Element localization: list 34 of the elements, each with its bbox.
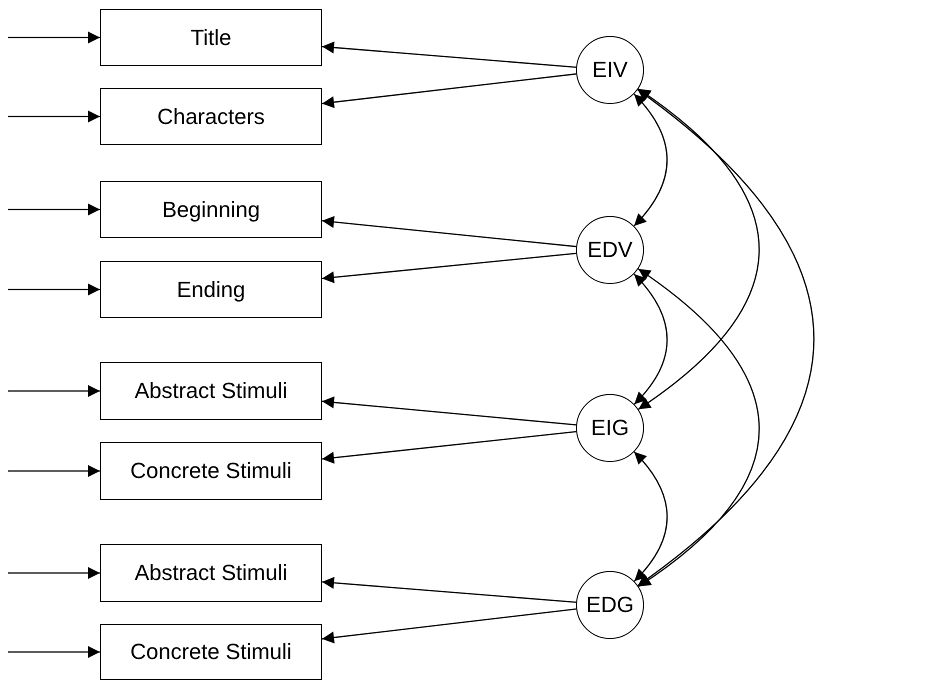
error-arrow	[8, 32, 100, 44]
loading-arrow	[322, 431, 576, 464]
observed-variable-box: Title	[100, 9, 322, 66]
covariance-arrow	[638, 268, 760, 588]
error-arrow	[8, 465, 100, 477]
latent-variable-circle: EDV	[576, 216, 644, 284]
covariance-arrow	[638, 88, 760, 410]
observed-variable-box: Beginning	[100, 181, 322, 238]
error-arrow	[8, 646, 100, 658]
error-arrow	[8, 110, 100, 122]
observed-variable-box: Abstract Stimuli	[100, 362, 322, 420]
covariance-arrow	[634, 274, 668, 405]
error-arrow	[8, 567, 100, 579]
latent-variable-circle: EIG	[576, 394, 644, 462]
loading-arrow	[322, 396, 576, 426]
covariance-arrow	[634, 451, 668, 582]
latent-variable-circle: EDG	[576, 571, 644, 639]
loading-arrow	[322, 608, 576, 644]
loading-arrow	[322, 216, 576, 248]
error-arrow	[8, 204, 100, 216]
observed-variable-box: Concrete Stimuli	[100, 442, 322, 500]
loading-arrow	[322, 252, 576, 284]
observed-variable-box: Concrete Stimuli	[100, 624, 322, 680]
error-arrow	[8, 385, 100, 397]
covariance-arrow	[634, 94, 668, 226]
latent-variable-circle: EIV	[576, 36, 644, 104]
loading-arrow	[322, 42, 576, 68]
loading-arrow	[322, 576, 576, 603]
observed-variable-box: Characters	[100, 88, 322, 145]
loading-arrow	[322, 73, 576, 108]
error-arrow	[8, 284, 100, 296]
observed-variable-box: Abstract Stimuli	[100, 544, 322, 602]
covariance-arrow	[637, 89, 814, 586]
observed-variable-box: Ending	[100, 261, 322, 318]
